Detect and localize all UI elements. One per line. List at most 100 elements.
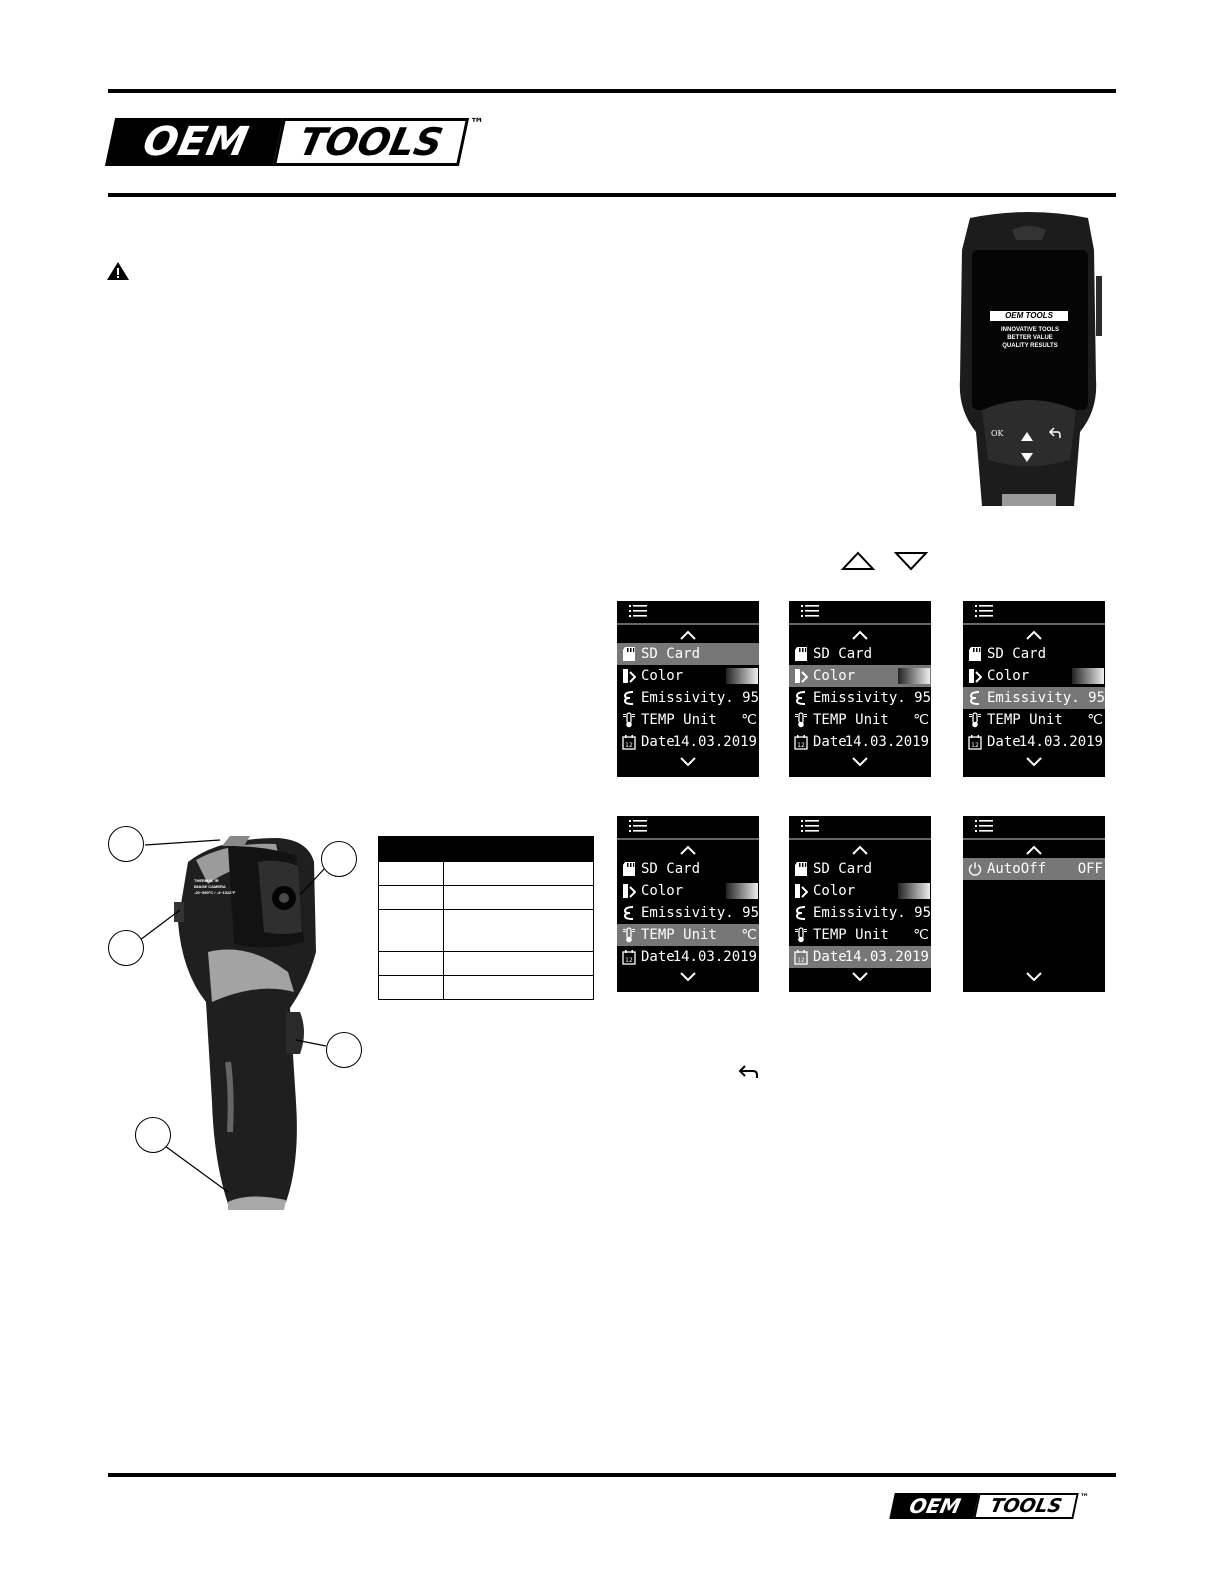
menu-item-temp-unit[interactable]: TEMP Unit℃ <box>617 924 759 946</box>
menu-item-label: SD Card <box>641 861 701 877</box>
menu-item-temp-unit[interactable]: TEMP Unit℃ <box>789 924 931 946</box>
menu-item-sd-card[interactable]: SD Card <box>617 643 759 665</box>
scroll-down-icon[interactable] <box>617 753 759 771</box>
footer-logo-tools-text: TOOLS <box>988 1495 1064 1517</box>
table-cell <box>443 885 594 910</box>
menu-list-icon <box>617 816 759 840</box>
footer-logo: OEM TOOLS ™ <box>889 1493 1089 1519</box>
scroll-up-icon[interactable] <box>963 840 1105 858</box>
menu-item-label: Date <box>641 734 675 750</box>
footer-rule <box>108 1473 1116 1477</box>
menu-item-label: SD Card <box>641 646 701 662</box>
menu-item-sd-card[interactable]: SD Card <box>963 643 1105 665</box>
color-palette-icon <box>617 883 641 899</box>
menu-item-label: SD Card <box>813 646 873 662</box>
menu-item-sd-card[interactable]: SD Card <box>789 643 931 665</box>
table-cell <box>378 951 444 976</box>
menu-item-label: Date <box>813 734 847 750</box>
menu-item-color[interactable]: Color <box>789 880 931 902</box>
menu-item-label: Emissivity <box>813 905 898 921</box>
scroll-up-icon[interactable] <box>789 625 931 643</box>
menu-item-emissivity[interactable]: Emissivity. 95 <box>617 902 759 924</box>
header-bottom-rule <box>108 193 1116 197</box>
menu-item-sd-card[interactable]: SD Card <box>617 858 759 880</box>
scroll-up-icon[interactable] <box>789 840 931 858</box>
footer-logo-oem-text: OEM <box>907 1494 963 1518</box>
callout-3 <box>321 841 357 877</box>
menu-item-color[interactable]: Color <box>617 880 759 902</box>
table-row <box>378 861 594 886</box>
menu-item-color[interactable]: Color <box>617 665 759 687</box>
splash-line-2: BETTER VALUE <box>1007 335 1053 341</box>
scroll-down-icon[interactable] <box>789 753 931 771</box>
menu-item-label: Color <box>813 668 856 684</box>
menu-item-emissivity[interactable]: Emissivity. 95 <box>617 687 759 709</box>
menu-item-temp-unit[interactable]: TEMP Unit℃ <box>617 709 759 731</box>
menu-list-icon <box>963 601 1105 625</box>
device-front-photo: OEM TOOLS INNOVATIVE TOOLS BETTER VALUE … <box>952 210 1106 506</box>
menu-item-value: . 95 <box>1071 690 1106 706</box>
color-palette-icon <box>617 668 641 684</box>
table-row <box>378 909 594 952</box>
scroll-down-icon[interactable] <box>963 968 1105 986</box>
menu-list-icon <box>789 816 931 840</box>
table-cell <box>443 975 594 1000</box>
menu-item-emissivity[interactable]: Emissivity. 95 <box>963 687 1105 709</box>
warning-icon <box>107 262 129 280</box>
splash-line-1: INNOVATIVE TOOLS <box>1000 327 1059 333</box>
scroll-down-icon[interactable] <box>617 968 759 986</box>
menu-item-sd-card[interactable]: SD Card <box>789 858 931 880</box>
table-cell <box>378 909 444 952</box>
svg-text:12: 12 <box>625 742 633 749</box>
menu-item-label: Date <box>813 949 847 965</box>
menu-item-value: 14.03.2019 <box>672 734 757 750</box>
menu-item-label: Color <box>813 883 856 899</box>
scroll-down-icon[interactable] <box>789 968 931 986</box>
scroll-up-icon[interactable] <box>617 840 759 858</box>
splash-brand: OEM TOOLS <box>990 311 1068 321</box>
menu-item-label: TEMP Unit <box>813 927 889 943</box>
menu-item-emissivity[interactable]: Emissivity. 95 <box>789 902 931 924</box>
menu-item-label: Emissivity <box>641 690 726 706</box>
camera-label-line-3: -20~550°C / -4~1022°F <box>194 890 236 895</box>
sd-card-icon <box>963 646 987 662</box>
scroll-up-icon[interactable] <box>963 625 1105 643</box>
scroll-up-icon[interactable] <box>617 625 759 643</box>
menu-item-color[interactable]: Color <box>789 665 931 687</box>
menu-item-label: Emissivity <box>813 690 898 706</box>
parts-table <box>378 836 594 1000</box>
table-row <box>378 885 594 910</box>
menu-item-label: Color <box>987 668 1030 684</box>
menu-item-emissivity[interactable]: Emissivity. 95 <box>789 687 931 709</box>
thermometer-icon <box>963 712 987 728</box>
down-arrow-icon <box>894 552 928 571</box>
menu-item-label: Emissivity <box>987 690 1072 706</box>
table-cell <box>443 951 594 976</box>
menu-item-value: 14.03.2019 <box>844 949 929 965</box>
color-palette-swatch <box>1072 668 1104 684</box>
power-icon <box>963 861 987 877</box>
thermometer-icon <box>789 927 813 943</box>
calendar-icon: 12 <box>789 734 813 750</box>
scroll-down-icon[interactable] <box>963 753 1105 771</box>
menu-item-color[interactable]: Color <box>963 665 1105 687</box>
menu-item-value: . 95 <box>897 690 932 706</box>
menu-item-temp-unit[interactable]: TEMP Unit℃ <box>963 709 1105 731</box>
color-palette-swatch <box>726 883 758 899</box>
menu-item-temp-unit[interactable]: TEMP Unit℃ <box>789 709 931 731</box>
menu-item-label: Emissivity <box>641 905 726 921</box>
menu-item-label: SD Card <box>813 861 873 877</box>
